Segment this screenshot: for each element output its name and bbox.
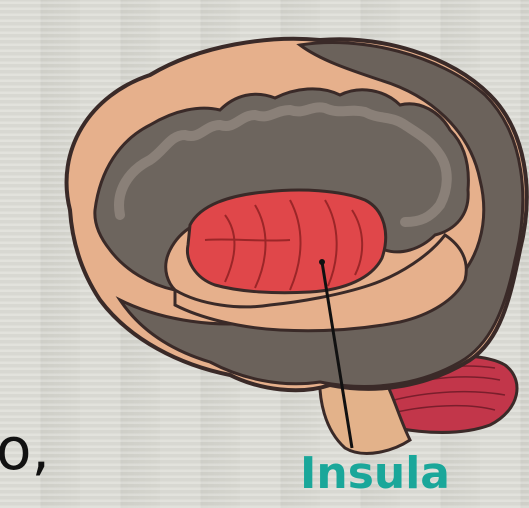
partial-edge-text: o, [0,420,50,478]
insula-label: Insula [300,452,450,496]
pointer-dot [319,259,325,265]
insula-region [187,190,385,293]
